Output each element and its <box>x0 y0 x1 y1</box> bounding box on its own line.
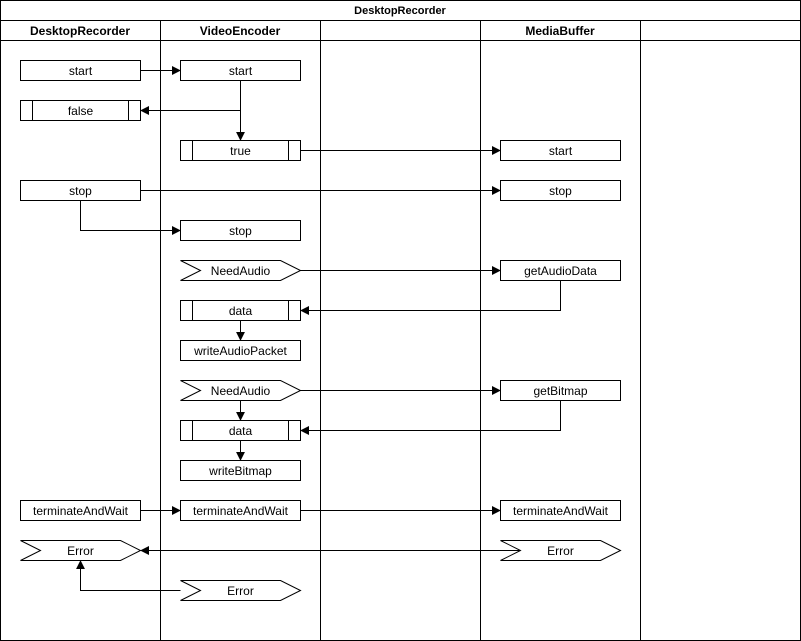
node-label: stop <box>549 184 572 198</box>
node-label: Error <box>67 544 94 558</box>
node-ve-writebitmap[interactable]: writeBitmap <box>180 460 301 481</box>
node-ve-terminate[interactable]: terminateAndWait <box>180 500 301 521</box>
node-label: NeedAudio <box>211 384 271 398</box>
node-label: data <box>229 304 253 318</box>
edges <box>76 66 561 591</box>
lane-headers: DesktopRecorder VideoEncoder MediaBuffer <box>30 24 595 38</box>
lane-header-video-encoder: VideoEncoder <box>200 24 281 38</box>
node-dr-stop[interactable]: stop <box>20 180 141 201</box>
lane-header-desktop-recorder: DesktopRecorder <box>30 24 130 38</box>
node-ve-stop[interactable]: stop <box>180 220 301 241</box>
node-label: terminateAndWait <box>33 504 129 518</box>
node-label: terminateAndWait <box>513 504 609 518</box>
pool-title: DesktopRecorder <box>354 5 446 17</box>
node-ve-start[interactable]: start <box>180 60 301 81</box>
node-dr-false[interactable]: false <box>20 100 141 121</box>
node-label: start <box>549 144 573 158</box>
node-mb-error[interactable]: Error <box>500 540 622 561</box>
edge-dr-stop-to-ve-stop <box>80 200 181 235</box>
nodes: start false stop terminateAndWait Error … <box>20 60 622 601</box>
node-mb-terminate[interactable]: terminateAndWait <box>500 500 621 521</box>
node-label: true <box>230 144 251 158</box>
node-ve-needaudio-2[interactable]: NeedAudio <box>180 380 302 401</box>
node-ve-data-2[interactable]: data <box>180 420 301 441</box>
node-label: writeAudioPacket <box>193 344 287 358</box>
node-label: Error <box>547 544 574 558</box>
node-dr-terminate[interactable]: terminateAndWait <box>20 500 141 521</box>
node-ve-data-1[interactable]: data <box>180 300 301 321</box>
node-mb-getaudiodata[interactable]: getAudioData <box>500 260 621 281</box>
edge-ve-error-to-dr-error <box>76 560 181 591</box>
node-label: false <box>68 104 94 118</box>
edge-getaudio-to-data1 <box>300 280 561 315</box>
node-label: writeBitmap <box>208 464 272 478</box>
node-label: data <box>229 424 253 438</box>
node-label: start <box>69 64 93 78</box>
node-mb-start[interactable]: start <box>500 140 621 161</box>
node-label: Error <box>227 584 254 598</box>
node-dr-error[interactable]: Error <box>20 540 142 561</box>
node-ve-true[interactable]: true <box>180 140 301 161</box>
node-ve-needaudio-1[interactable]: NeedAudio <box>180 260 302 281</box>
node-label: getBitmap <box>533 384 587 398</box>
edge-getbitmap-to-data2 <box>300 400 561 435</box>
node-label: start <box>229 64 253 78</box>
node-label: getAudioData <box>524 264 597 278</box>
node-label: NeedAudio <box>211 264 271 278</box>
node-label: terminateAndWait <box>193 504 289 518</box>
node-label: stop <box>229 224 252 238</box>
node-ve-writeaudiopacket[interactable]: writeAudioPacket <box>180 340 301 361</box>
node-mb-getbitmap[interactable]: getBitmap <box>500 380 621 401</box>
node-mb-stop[interactable]: stop <box>500 180 621 201</box>
lane-header-media-buffer: MediaBuffer <box>525 24 595 38</box>
node-dr-start[interactable]: start <box>20 60 141 81</box>
node-ve-error[interactable]: Error <box>180 580 302 601</box>
node-label: stop <box>69 184 92 198</box>
